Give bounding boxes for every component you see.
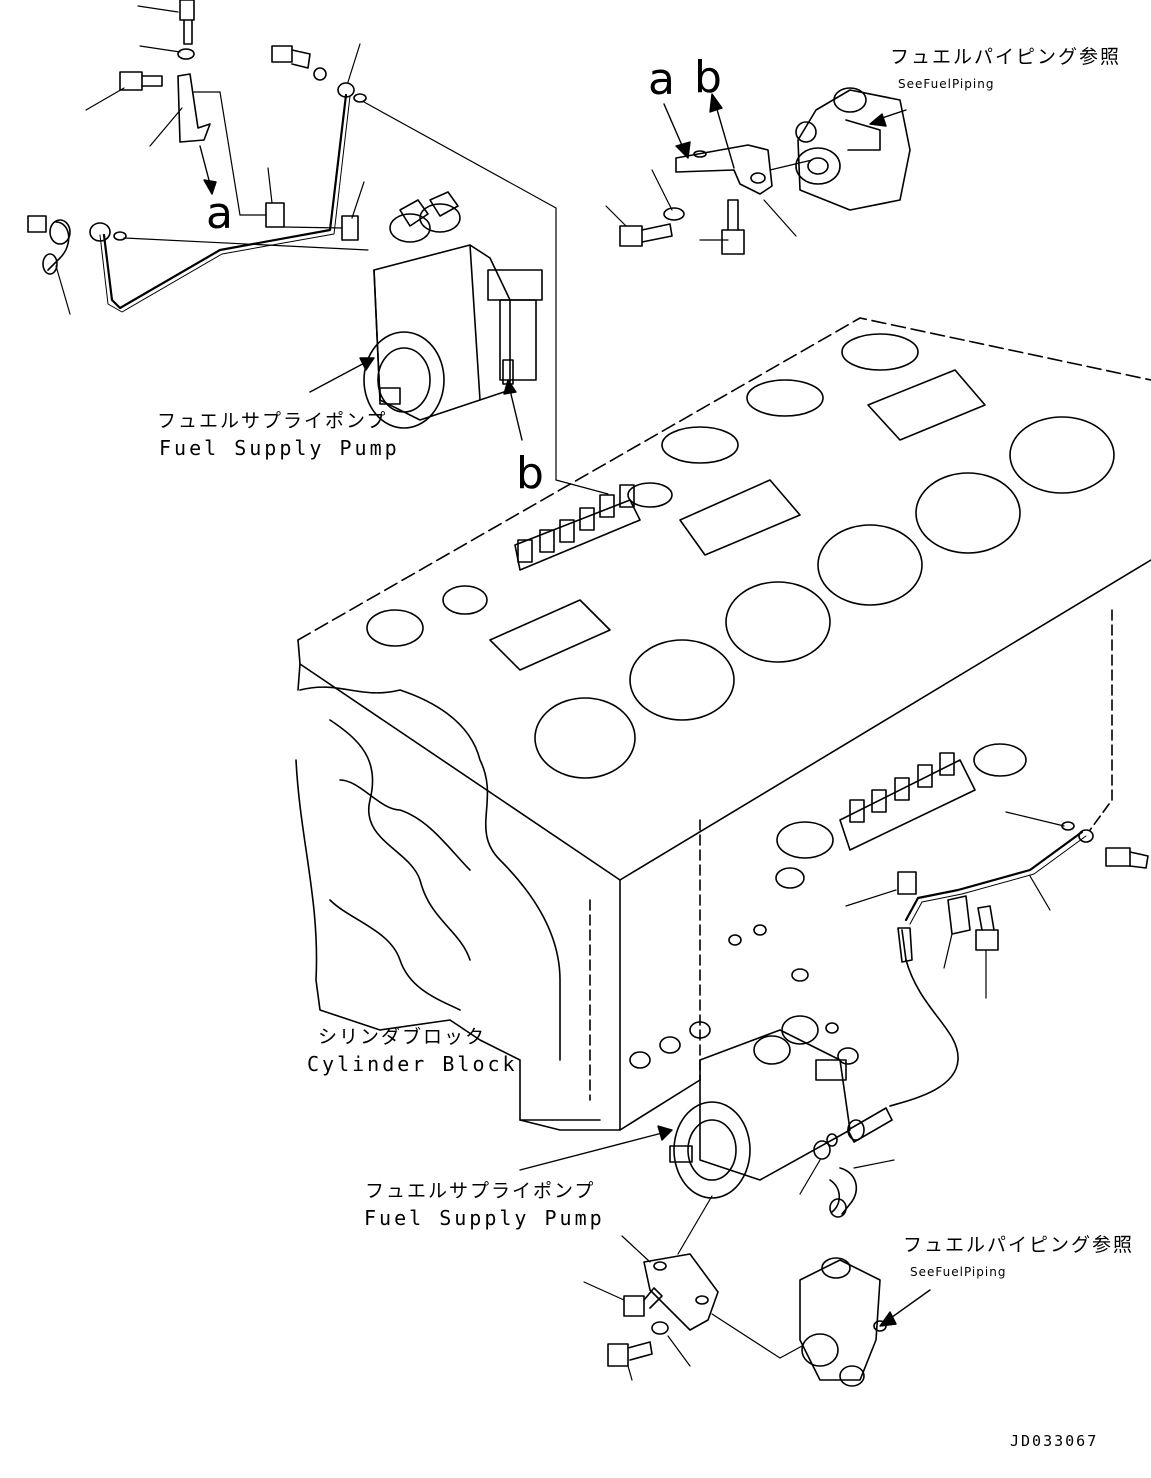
callout-b-on-pump: b [516, 448, 544, 499]
drawing-id: JD033067 [1010, 1432, 1099, 1450]
lower-pump-assembly [607, 821, 1149, 1387]
leader-lines [55, 5, 1065, 1381]
pointer-arrows [199, 93, 931, 1327]
fuel-piping-ref-bottom-en: SeeFuelPiping [910, 1265, 1007, 1279]
cylinder-block-drawing [295, 317, 1151, 1131]
cylinder-block-en: Cylinder Block [307, 1052, 518, 1076]
fuel-piping-ref-top-en: SeeFuelPiping [898, 77, 995, 91]
upper-pump-assembly [27, 0, 543, 429]
upper-filter-bracket [619, 87, 911, 255]
fuel-piping-ref-top-jp: フュエルパイピング参照 [890, 46, 1122, 68]
supply-pump-bottom-en: Fuel Supply Pump [364, 1206, 605, 1230]
callout-b-upper-right: b [694, 52, 722, 103]
cylinder-block-jp: シリンダブロック [318, 1026, 487, 1048]
supply-pump-top-en: Fuel Supply Pump [159, 436, 400, 460]
fuel-piping-ref-bottom-jp: フュエルパイピング参照 [903, 1234, 1135, 1256]
supply-pump-top-jp: フュエルサプライポンプ [157, 410, 388, 432]
callout-a-upper-right: a [648, 54, 675, 105]
supply-pump-bottom-jp: フュエルサプライポンプ [365, 1180, 596, 1202]
callout-a-upper-left: a [206, 188, 233, 239]
